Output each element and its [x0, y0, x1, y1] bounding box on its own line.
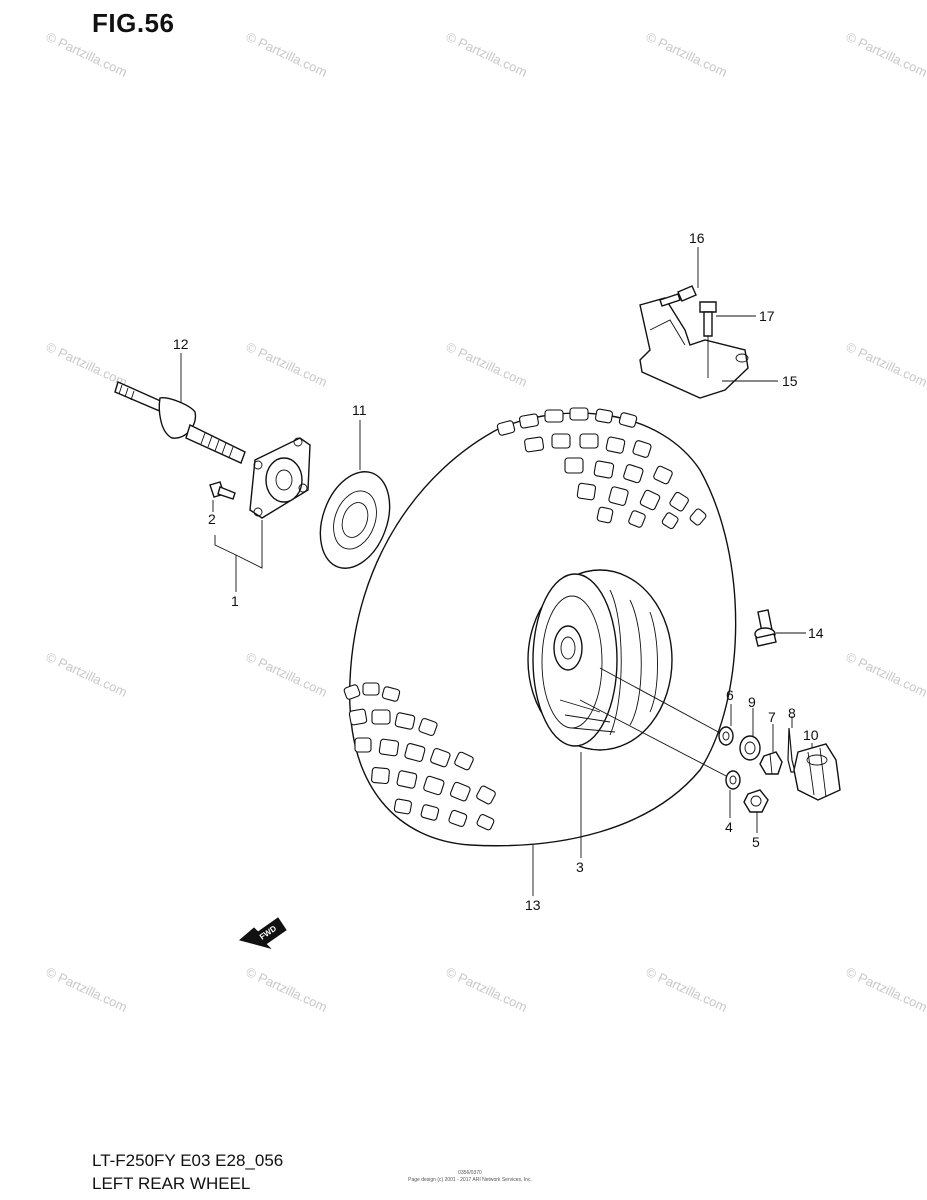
washer-6-part[interactable] [718, 726, 734, 746]
rear-wheel-hub-part[interactable] [249, 437, 311, 519]
callout-labels: 1 2 3 4 5 6 7 8 9 10 11 12 13 14 15 16 1… [173, 230, 824, 913]
hub-bolt-part[interactable] [209, 481, 236, 500]
callout-8: 8 [788, 705, 796, 721]
washer-9-part[interactable] [739, 735, 761, 761]
fwd-arrow-icon: FWD [238, 917, 287, 949]
cotter-pin-8-part[interactable] [787, 727, 796, 773]
footer-fineprint: 0356/0370 Page design (c) 2001 - 2017 AR… [400, 1170, 540, 1184]
model-code: LT-F250FY E03 E28_056 [92, 1151, 284, 1170]
callout-16: 16 [689, 230, 705, 246]
watermark: © Partzilla.com [44, 964, 130, 1015]
tread-lugs-upper [496, 407, 707, 530]
wheel-rim-part[interactable] [527, 569, 673, 751]
tread-lugs-lower [343, 682, 496, 831]
bracket-bolt-17-part[interactable] [699, 301, 717, 337]
watermark: © Partzilla.com [44, 29, 130, 80]
nut-5-part[interactable] [743, 789, 769, 813]
castle-nut-7-part[interactable] [759, 751, 783, 775]
copyright-text: Page design (c) 2001 - 2017 ARI Network … [408, 1177, 532, 1183]
callout-13: 13 [525, 897, 541, 913]
callout-4: 4 [725, 819, 733, 835]
watermark: © Partzilla.com [244, 339, 330, 390]
callout-1: 1 [231, 593, 239, 609]
watermark: © Partzilla.com [844, 649, 927, 700]
stud-line [579, 699, 731, 779]
washer-4-part[interactable] [725, 770, 741, 790]
watermark: © Partzilla.com [844, 964, 927, 1015]
callout-17: 17 [759, 308, 775, 324]
callout-10: 10 [803, 727, 819, 743]
bracket-bolt-16-part[interactable] [659, 285, 697, 307]
page-ref: 0356/0370 [458, 1170, 482, 1176]
callout-2: 2 [208, 511, 216, 527]
figure-title: FIG.56 [92, 8, 175, 38]
callout-5: 5 [752, 834, 760, 850]
watermark: © Partzilla.com [444, 339, 530, 390]
callout-14: 14 [808, 625, 824, 641]
watermark: © Partzilla.com [244, 29, 330, 80]
callout-7: 7 [768, 709, 776, 725]
bracket-part[interactable] [639, 297, 749, 399]
rear-axle-shaft-part[interactable] [114, 381, 246, 464]
watermark: © Partzilla.com [844, 339, 927, 390]
hub-cap-10-part[interactable] [793, 743, 841, 801]
leader-lines [180, 247, 813, 896]
watermark: © Partzilla.com [844, 29, 927, 80]
watermark: © Partzilla.com [44, 649, 130, 700]
tire-valve-part[interactable] [754, 609, 777, 647]
watermark: © Partzilla.com [644, 964, 730, 1015]
callout-9: 9 [748, 694, 756, 710]
callout-15: 15 [782, 373, 798, 389]
watermark: © Partzilla.com [444, 29, 530, 80]
stud-line [599, 667, 723, 735]
watermark: © Partzilla.com [244, 649, 330, 700]
callout-12: 12 [173, 336, 189, 352]
watermark: © Partzilla.com [444, 964, 530, 1015]
watermark: © Partzilla.com [44, 339, 130, 390]
callout-3: 3 [576, 859, 584, 875]
watermark: © Partzilla.com [644, 29, 730, 80]
watermark: © Partzilla.com [244, 964, 330, 1015]
callout-6: 6 [726, 687, 734, 703]
section-name: LEFT REAR WHEEL [92, 1174, 251, 1193]
callout-11: 11 [352, 402, 367, 418]
brake-disc-part[interactable] [308, 462, 402, 578]
